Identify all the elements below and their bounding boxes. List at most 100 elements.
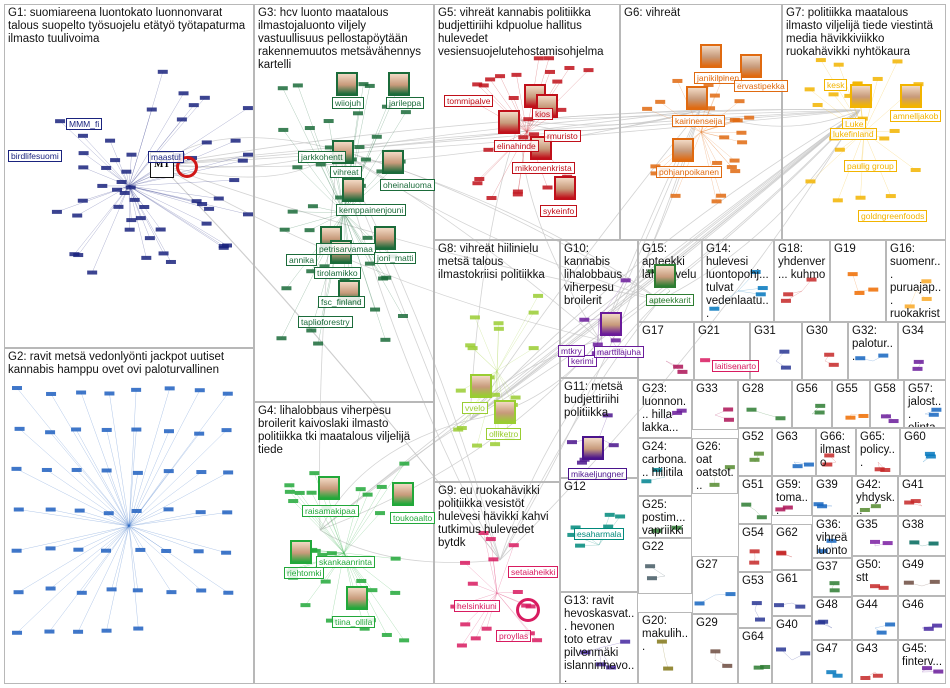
graph-edge	[16, 468, 130, 527]
graph-edge	[128, 185, 228, 246]
graph-node	[364, 261, 375, 266]
graph-node	[724, 465, 735, 470]
graph-node	[885, 194, 896, 199]
graph-edge	[319, 339, 601, 531]
group-title: G46	[902, 599, 924, 611]
node-label: taplioforestry	[298, 316, 353, 328]
graph-edge	[343, 552, 396, 559]
graph-edge	[489, 79, 528, 133]
graph-edge	[496, 370, 516, 398]
avatar-riehtomki	[290, 540, 312, 564]
graph-node	[222, 391, 233, 396]
graph-edge	[128, 510, 137, 527]
graph-node	[670, 193, 681, 198]
node-label: tirolamikko	[314, 267, 361, 279]
graph-node	[45, 507, 56, 512]
graph-node	[400, 110, 411, 115]
graph-edge	[289, 485, 345, 554]
graph-edge	[128, 472, 139, 527]
graph-node	[237, 158, 248, 163]
graph-node	[845, 415, 856, 420]
graph-node	[204, 206, 215, 211]
graph-edge	[474, 317, 498, 372]
avatar-oheinaluoma	[382, 150, 404, 174]
graph-node	[828, 92, 839, 97]
graph-node	[126, 218, 137, 223]
graph-node	[815, 403, 826, 408]
node-label: lukefinland	[830, 128, 877, 140]
graph-edge	[513, 97, 528, 133]
graph-node	[218, 244, 229, 249]
graph-edge	[118, 185, 130, 207]
graph-edge	[700, 131, 733, 168]
graph-edge	[128, 511, 201, 527]
node-label: esaharmala	[574, 528, 625, 540]
node-label: rmuristo	[544, 130, 581, 142]
graph-node	[508, 543, 519, 548]
graph-edge	[128, 185, 207, 224]
graph-node	[55, 119, 66, 124]
group-cell-g17: G17	[638, 322, 694, 380]
graph-node	[390, 556, 401, 561]
graph-edge	[499, 109, 861, 561]
graph-edge	[496, 347, 534, 372]
graph-node	[131, 427, 142, 432]
group-title: G16: suomenr... puruajap... ruokakrist..…	[890, 243, 942, 320]
graph-edge	[311, 492, 345, 554]
node-label: MMM_fi	[66, 118, 103, 130]
graph-edge	[46, 469, 130, 527]
group-title: G22	[642, 541, 664, 553]
node-label: amnelljakob	[890, 110, 942, 122]
graph-edge	[483, 532, 498, 594]
group-cell-g41: G41	[898, 476, 946, 516]
graph-node	[923, 626, 934, 631]
node-label: skankaanrinta	[316, 556, 375, 568]
graph-edge	[128, 525, 199, 552]
graph-edge	[469, 109, 861, 421]
graph-node	[508, 95, 519, 100]
avatar-marttilajuha	[600, 312, 622, 336]
group-cell-g3: G3: hcv luonto maatalous ilmastojaluonto…	[254, 4, 434, 402]
graph-node	[750, 269, 761, 274]
graph-node	[307, 547, 318, 552]
graph-node	[113, 204, 124, 209]
graph-edge	[128, 470, 169, 527]
graph-node	[596, 662, 607, 667]
graph-edge	[126, 171, 130, 187]
group-cell-g27: G27	[692, 556, 738, 614]
graph-edge	[343, 486, 383, 554]
graph-node	[776, 647, 787, 652]
graph-edge	[128, 472, 229, 527]
graph-edge	[128, 393, 228, 527]
graph-node	[119, 190, 130, 195]
graph-node	[694, 601, 705, 606]
graph-edge	[77, 185, 130, 216]
group-cell-g47: G47	[812, 640, 852, 684]
graph-node	[375, 511, 386, 516]
graph-node	[243, 212, 253, 217]
graph-edge	[128, 525, 139, 629]
graph-edge	[50, 509, 130, 527]
group-title: G66: ilmasto	[820, 431, 851, 469]
group-cell-g62: G62	[772, 524, 812, 570]
graph-node	[860, 676, 871, 680]
group-cell-g64: G64	[738, 628, 772, 684]
node-label: pohjanpoikanen	[656, 166, 723, 178]
avatar-ervastipekka	[740, 54, 762, 78]
group-title: G2: ravit metsä vedonlyönti jackpot uuti…	[8, 351, 225, 376]
graph-node	[705, 106, 716, 111]
graph-node	[73, 629, 84, 634]
graph-node	[124, 227, 135, 232]
graph-node	[921, 279, 932, 284]
graph-node	[656, 639, 667, 644]
graph-node	[221, 428, 232, 433]
graph-node	[512, 189, 523, 194]
graph-edge	[499, 299, 661, 561]
graph-edge	[128, 525, 229, 593]
graph-node	[101, 548, 112, 553]
graph-node	[135, 216, 146, 221]
graph-node	[116, 179, 127, 184]
avatar-joni-matti	[374, 226, 396, 250]
graph-node	[465, 343, 476, 348]
